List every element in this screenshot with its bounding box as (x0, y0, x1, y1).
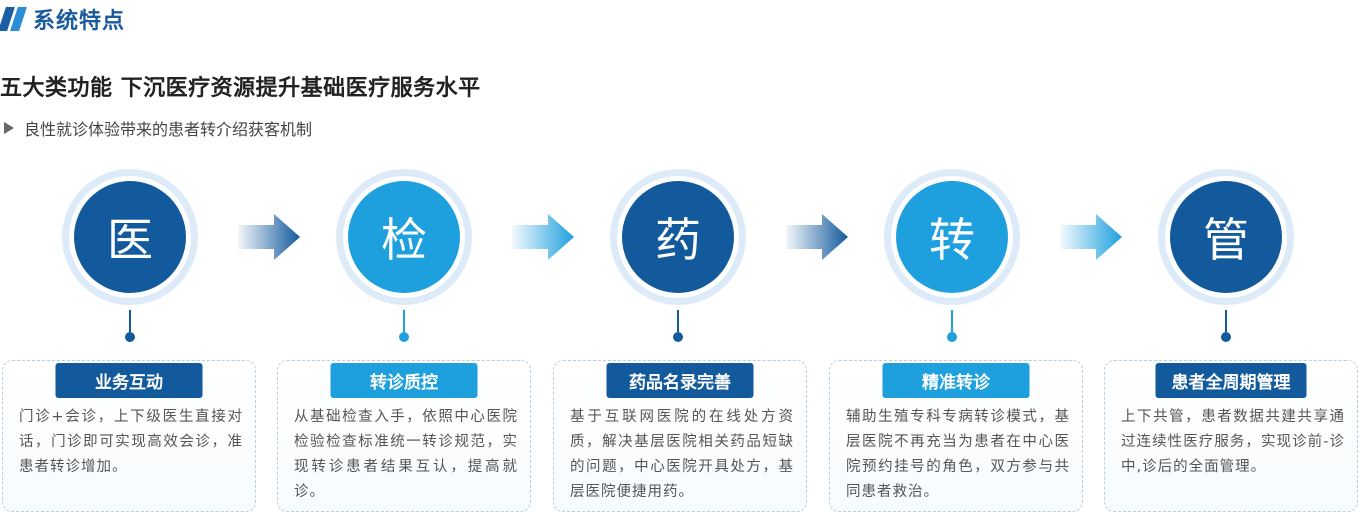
feature-card-5: 患者全周期管理 上下共管，患者数据共建共享通过连续性医疗服务，实现诊前-诊中,诊… (1104, 360, 1358, 512)
step-char-1: 医 (74, 181, 186, 293)
subline-text: 良性就诊体验带来的患者转介绍获客机制 (24, 120, 313, 139)
feature-card-1: 业务互动 门诊+会诊，上下级医生直接对话，门诊即可实现高效会诊，准患者转诊增加。 (2, 360, 256, 512)
arrow-right-icon (238, 214, 300, 260)
step-char-5: 管 (1170, 181, 1282, 293)
card-title-2: 转诊质控 (330, 363, 478, 398)
card-desc-2: 从基础检查入手，依照中心医院检验检查标准统一转诊规范，实现转诊患者结果互认，提高… (294, 409, 518, 500)
feature-card-4: 精准转诊 辅助生殖专科专病转诊模式，基层医院不再充当为患者在中心医院预约挂号的角… (829, 360, 1083, 512)
step-stem-4 (951, 310, 953, 332)
arrow-right-icon (1060, 214, 1122, 260)
step-circle-5: 管 (1158, 169, 1294, 305)
card-title-4: 精准转诊 (882, 363, 1030, 398)
step-circle-1: 医 (62, 169, 198, 305)
section-header: 系统特点 (0, 4, 125, 34)
step-circle-3: 药 (610, 169, 746, 305)
step-dot-4 (947, 332, 957, 342)
step-char-4: 转 (896, 181, 1008, 293)
arrow-right-icon (512, 214, 574, 260)
feature-card-2: 转诊质控 从基础检查入手，依照中心医院检验检查标准统一转诊规范，实现转诊患者结果… (277, 360, 531, 512)
card-desc-1: 门诊+会诊，上下级医生直接对话，门诊即可实现高效会诊，准患者转诊增加。 (19, 409, 243, 475)
triangle-bullet-icon (4, 122, 14, 134)
feature-card-3: 药品名录完善 基于互联网医院的在线处方资质，解决基层医院相关药品短缺的问题，中心… (553, 360, 807, 512)
step-dot-1 (125, 332, 135, 342)
step-dot-5 (1221, 332, 1231, 342)
card-title-5: 患者全周期管理 (1155, 363, 1307, 398)
card-title-3: 药品名录完善 (606, 363, 754, 398)
step-stem-1 (129, 310, 131, 332)
card-desc-4: 辅助生殖专科专病转诊模式，基层医院不再充当为患者在中心医院预约挂号的角色，双方参… (846, 409, 1070, 500)
card-desc-3: 基于互联网医院的在线处方资质，解决基层医院相关药品短缺的问题，中心医院开具处方，… (570, 409, 794, 500)
step-dot-3 (673, 332, 683, 342)
step-dot-2 (399, 332, 409, 342)
step-stem-5 (1225, 310, 1227, 332)
step-char-3: 药 (622, 181, 734, 293)
subline: 良性就诊体验带来的患者转介绍获客机制 (4, 116, 312, 140)
section-title: 系统特点 (33, 9, 126, 34)
step-char-2: 检 (348, 181, 460, 293)
arrow-right-icon (786, 214, 848, 260)
step-circle-2: 检 (336, 169, 472, 305)
card-desc-5: 上下共管，患者数据共建共享通过连续性医疗服务，实现诊前-诊中,诊后的全面管理。 (1121, 409, 1345, 475)
headline: 五大类功能 下沉医疗资源提升基础医疗服务水平 (0, 76, 481, 101)
step-stem-3 (677, 310, 679, 332)
step-stem-2 (403, 310, 405, 332)
section-mark-icon (0, 7, 27, 31)
card-title-1: 业务互动 (55, 363, 203, 398)
step-circle-4: 转 (884, 169, 1020, 305)
